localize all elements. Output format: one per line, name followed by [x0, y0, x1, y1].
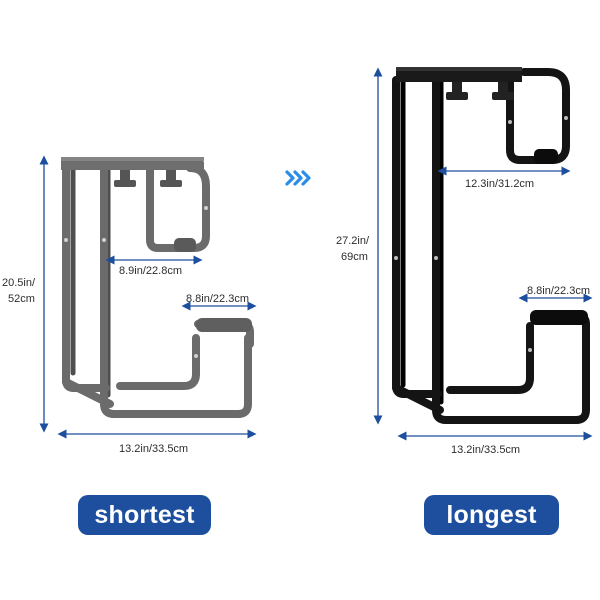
shortest-height-label-line1: 20.5in/ — [2, 277, 36, 289]
shortest-shelf-width-label: 8.8in/22.3cm — [186, 293, 249, 305]
longest-stand — [392, 67, 590, 424]
shortest-height-label-line2: 52cm — [8, 293, 35, 305]
shortest-inner-width-label: 8.9in/22.8cm — [119, 265, 182, 277]
longest-height-label-line1: 27.2in/ — [336, 235, 370, 247]
triple-chevron-right-icon — [285, 170, 311, 186]
shortest-base-width-label: 13.2in/33.5cm — [119, 443, 188, 455]
longest-shelf-width-label: 8.8in/22.3cm — [527, 285, 590, 297]
longest-label-badge: longest — [424, 495, 559, 535]
longest-base-width-label: 13.2in/33.5cm — [451, 444, 520, 456]
shortest-dimension-lines — [39, 155, 257, 439]
shortest-stand — [61, 157, 254, 418]
longest-height-label-line2: 69cm — [341, 251, 368, 263]
longest-inner-width-label: 12.3in/31.2cm — [465, 178, 534, 190]
shortest-label-badge: shortest — [78, 495, 211, 535]
longest-dimension-lines — [373, 67, 593, 441]
